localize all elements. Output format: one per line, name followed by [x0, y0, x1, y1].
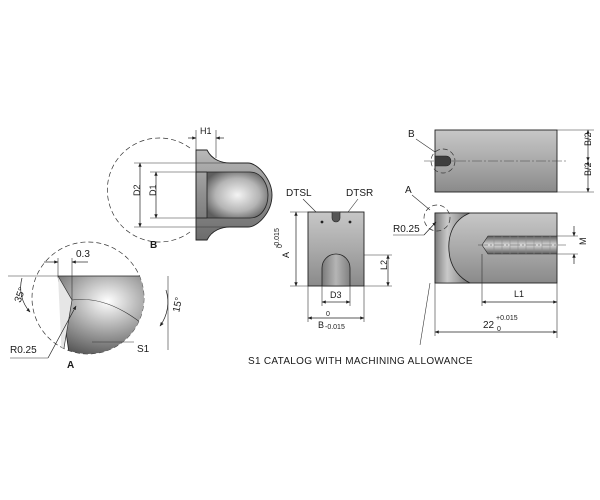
svg-text:-0.015: -0.015: [274, 228, 281, 248]
dim-0-3: 0.3: [76, 249, 90, 260]
label-dtsl: DTSL: [286, 188, 312, 199]
radius-right: R0.25: [393, 224, 420, 235]
side-view: A R0.25 M L1 22 +0.015 0: [393, 185, 588, 346]
detail-a-view: 0.3 35° 15° R0.25 S1 A: [8, 241, 185, 371]
dim-22: 22: [483, 320, 495, 331]
label-b-ref: B: [408, 129, 415, 140]
angle-15: 15°: [171, 296, 185, 313]
top-notch: [331, 212, 341, 223]
angle-35: 35°: [13, 286, 29, 304]
label-s1: S1: [137, 344, 150, 355]
caption: S1 CATALOG WITH MACHINING ALLOWANCE: [248, 356, 473, 367]
dim-l1: L1: [514, 289, 524, 299]
dim-h1: H1: [200, 126, 212, 136]
dim-d2: D2: [132, 184, 142, 196]
cone-cavity: [206, 171, 269, 219]
radius-left: R0.25: [10, 345, 37, 356]
dim-l2: L2: [379, 260, 389, 270]
svg-text:0: 0: [326, 311, 330, 318]
svg-text:0: 0: [497, 326, 501, 333]
end-view: DTSL DTSR A 0 -0.015 L2 D3 B 0: [274, 188, 392, 331]
dim-b-half-bottom: B/2: [583, 162, 593, 176]
detail-b-marker: [430, 148, 456, 174]
insert-cross-section: [57, 275, 144, 354]
dim-b-half-top: B/2: [583, 132, 593, 146]
label-a-ref: A: [405, 185, 412, 196]
view-label-a: A: [67, 360, 74, 371]
view-label-b: B: [150, 240, 157, 251]
detail-b-circle: [107, 137, 191, 243]
detail-b-view: H1 D2 D1 B: [107, 126, 273, 251]
top-view: B B/2 B/2: [408, 129, 594, 193]
dim-b: B: [318, 320, 324, 330]
front-curve: [434, 212, 471, 284]
detail-a-marker: [423, 204, 451, 232]
dim-a: A: [281, 252, 291, 258]
svg-text:+0.015: +0.015: [496, 315, 518, 322]
label-dtsr: DTSR: [346, 188, 373, 199]
s1-leader: [419, 282, 431, 346]
svg-text:-0.015: -0.015: [325, 324, 345, 331]
dim-d3: D3: [330, 290, 342, 300]
dim-d1: D1: [148, 184, 158, 196]
dim-m: M: [578, 238, 588, 246]
svg-text:0: 0: [277, 244, 284, 248]
bottom-pocket: [321, 253, 351, 287]
